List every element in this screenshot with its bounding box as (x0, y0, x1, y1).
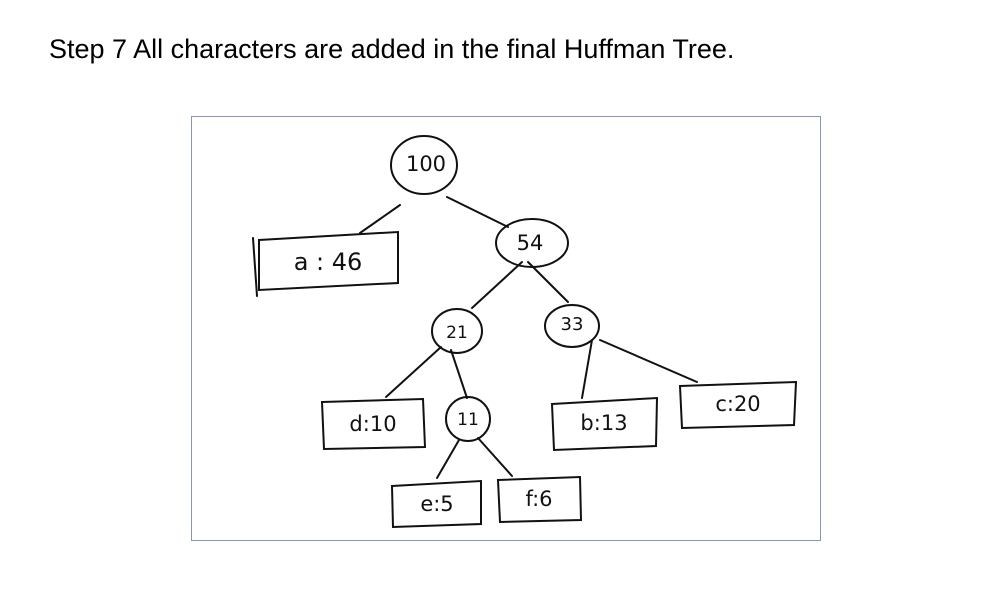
edge-33-b (581, 339, 593, 399)
edge-54-21 (471, 261, 523, 309)
leaf-d-label: d:10 (349, 412, 396, 436)
node-33 (544, 304, 600, 348)
diagram-frame (191, 116, 821, 541)
node-21 (431, 308, 483, 354)
node-11 (445, 396, 491, 442)
leaf-f-label: f:6 (525, 487, 552, 511)
leaf-box-d (320, 397, 427, 451)
leaf-box-c (678, 380, 798, 430)
edge-33-c (599, 339, 698, 383)
edge-21-11 (450, 349, 468, 399)
leaf-a-label: a : 46 (294, 248, 363, 276)
node-33-label: 33 (561, 314, 584, 335)
node-54-label: 54 (517, 231, 544, 255)
node-54 (495, 218, 569, 268)
leaf-box-e (390, 479, 482, 529)
edge-100-a (359, 204, 401, 234)
leaf-box-a-stroke (252, 237, 258, 297)
edge-21-d (385, 346, 442, 398)
edge-11-e (436, 439, 460, 479)
leaf-c-label: c:20 (715, 392, 760, 416)
leaf-b-label: b:13 (580, 411, 627, 435)
edge-100-54 (446, 196, 509, 228)
node-21-label: 21 (446, 323, 468, 343)
edge-11-f (477, 437, 513, 477)
slide-title: Step 7 All characters are added in the f… (49, 34, 735, 64)
node-11-label: 11 (457, 410, 479, 430)
node-100-label: 100 (406, 152, 446, 176)
edge-54-33 (527, 261, 569, 303)
leaf-box-a (258, 230, 399, 292)
leaf-box-f (496, 475, 583, 524)
leaf-box-b (550, 396, 659, 452)
leaf-e-label: e:5 (420, 492, 453, 516)
node-100 (390, 135, 458, 195)
